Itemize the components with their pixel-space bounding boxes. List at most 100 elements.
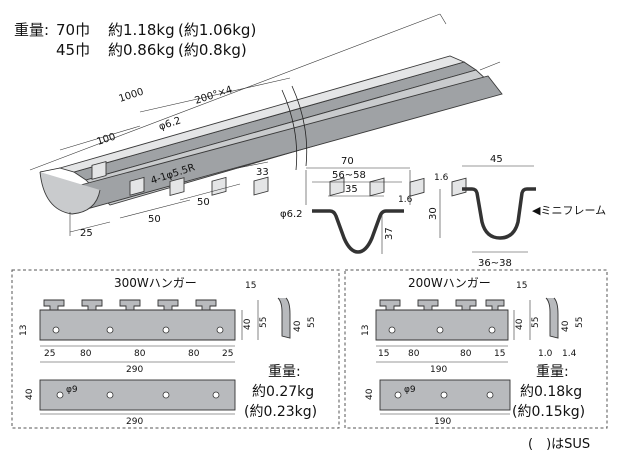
hole — [162, 326, 170, 334]
section-45: 45 1.6 30 36~38 ◀ミニフレーム — [428, 154, 606, 269]
hanger-200w-weight-label: 重量: — [536, 364, 569, 380]
slot-tab — [169, 177, 185, 197]
dim-300-40: 40 — [243, 318, 253, 330]
weight-45: 約0.86kg — [108, 41, 175, 59]
dim-300-55: 55 — [259, 317, 269, 328]
rail-back-wall — [72, 61, 478, 181]
dim-1000: 1000 — [118, 87, 146, 105]
dim-56-58: 56~58 — [332, 170, 366, 181]
hanger-300w-side — [277, 297, 291, 339]
hanger-300w-weight-sus: (約0.23kg) — [244, 404, 317, 420]
hole — [440, 391, 448, 399]
dim-36-38: 36~38 — [478, 258, 512, 269]
slot-tab — [369, 177, 385, 197]
rail-end-curve — [39, 171, 101, 215]
dim-300-290: 290 — [126, 365, 143, 375]
hole — [106, 326, 114, 334]
dim-1.6: 1.6 — [398, 195, 413, 205]
slot-tab — [129, 176, 145, 196]
hanger-200w: 200Wハンガー 15 13 15 80 80 15 190 40 55 40 … — [361, 276, 585, 427]
hanger-300w: 300Wハンガー 15 13 25 80 80 80 25 290 40 55 … — [19, 276, 317, 427]
section-70-profile — [312, 209, 404, 254]
dim-hole-6.2: φ6.2 — [280, 209, 303, 220]
dim-200-1.4: 1.4 — [562, 349, 577, 359]
dim-hole: φ6.2 — [158, 115, 183, 132]
sus-footnote: ( )はSUS — [528, 437, 590, 452]
dim-70: 70 — [341, 156, 354, 167]
hanger-300w-bottom-plate — [39, 379, 236, 411]
dim-200-15b: 15 — [494, 349, 505, 359]
dim-300-80a: 80 — [80, 349, 92, 359]
hole — [52, 326, 60, 334]
hanger-200w-weight-sus: (約0.15kg) — [512, 404, 585, 420]
dim-50b: 50 — [197, 197, 210, 208]
dim-37: 37 — [384, 227, 395, 240]
dim-200-side55: 55 — [575, 317, 585, 328]
dim-30: 30 — [428, 207, 439, 220]
dim-200-80b: 80 — [460, 349, 472, 359]
dim-300-hole: φ9 — [66, 385, 78, 395]
rail-illustration — [39, 55, 503, 215]
dim-200-plate-w: 190 — [434, 417, 451, 427]
section-70: 70 56~58 35 1.6 φ6.2 37 — [280, 156, 413, 254]
dim-300-25b: 25 — [222, 349, 233, 359]
dim-100: 100 — [96, 131, 118, 147]
hanger-200w-hooks — [379, 299, 505, 311]
section-45-profile — [462, 187, 536, 240]
hanger-200w-side — [545, 297, 559, 339]
dim-45-1.6: 1.6 — [434, 173, 449, 183]
dim-300-plate-h: 40 — [25, 388, 35, 400]
dim-200-hole: φ9 — [404, 385, 416, 395]
dim-200-80a: 80 — [408, 349, 420, 359]
hole — [56, 391, 64, 399]
dim-200-40: 40 — [515, 318, 525, 330]
hole — [436, 326, 444, 334]
weight-70-sus: (約1.06kg) — [178, 21, 256, 39]
dim-300-side55: 55 — [307, 317, 317, 328]
hanger-200w-plate — [375, 309, 509, 341]
dim-45: 45 — [490, 154, 503, 165]
slot-tab — [211, 176, 227, 196]
dim-25: 25 — [80, 228, 93, 239]
dim-200-1.0: 1.0 — [538, 349, 553, 359]
weight-header: 重量: 70巾 約1.18kg (約1.06kg) 45巾 約0.86kg (約… — [14, 21, 256, 59]
hole — [106, 391, 114, 399]
hanger-300w-title: 300Wハンガー — [114, 276, 197, 290]
box-200w — [344, 269, 608, 429]
dim-200-190: 190 — [430, 365, 447, 375]
slot-tab — [91, 161, 107, 180]
dim-300-15: 15 — [245, 281, 256, 291]
dim-pitch: 200°×4 — [194, 84, 234, 106]
hanger-300w-plate — [39, 309, 236, 341]
dim-300-13: 13 — [19, 325, 29, 336]
dim-300-80c: 80 — [188, 349, 200, 359]
dim-200-55: 55 — [531, 317, 541, 328]
slot-tab — [409, 177, 425, 197]
dim-300-side40: 40 — [293, 320, 303, 332]
dim-300-plate-w: 290 — [126, 417, 143, 427]
box-300w — [11, 269, 340, 429]
hanger-200w-title: 200Wハンガー — [408, 276, 491, 290]
dim-300-25a: 25 — [44, 349, 55, 359]
dim-33: 33 — [256, 167, 269, 178]
mini-frame-label: ◀ミニフレーム — [532, 204, 606, 217]
slot-tab — [451, 177, 467, 197]
hole — [162, 391, 170, 399]
slot-tab — [253, 176, 269, 196]
weight-70: 約1.18kg — [108, 21, 175, 39]
width-45: 45巾 — [56, 41, 90, 59]
hanger-300w-hooks — [43, 299, 217, 311]
hole — [216, 326, 224, 334]
break-line — [281, 89, 298, 171]
dim-200-13: 13 — [361, 325, 371, 336]
dim-300-80b: 80 — [134, 349, 146, 359]
dim-50a: 50 — [148, 214, 161, 225]
hole — [394, 391, 402, 399]
dim-35: 35 — [345, 184, 358, 195]
rail-slots — [91, 161, 467, 197]
hanger-200w-weight: 約0.18kg — [520, 384, 582, 400]
hole — [486, 391, 494, 399]
hanger-300w-weight: 約0.27kg — [252, 384, 314, 400]
